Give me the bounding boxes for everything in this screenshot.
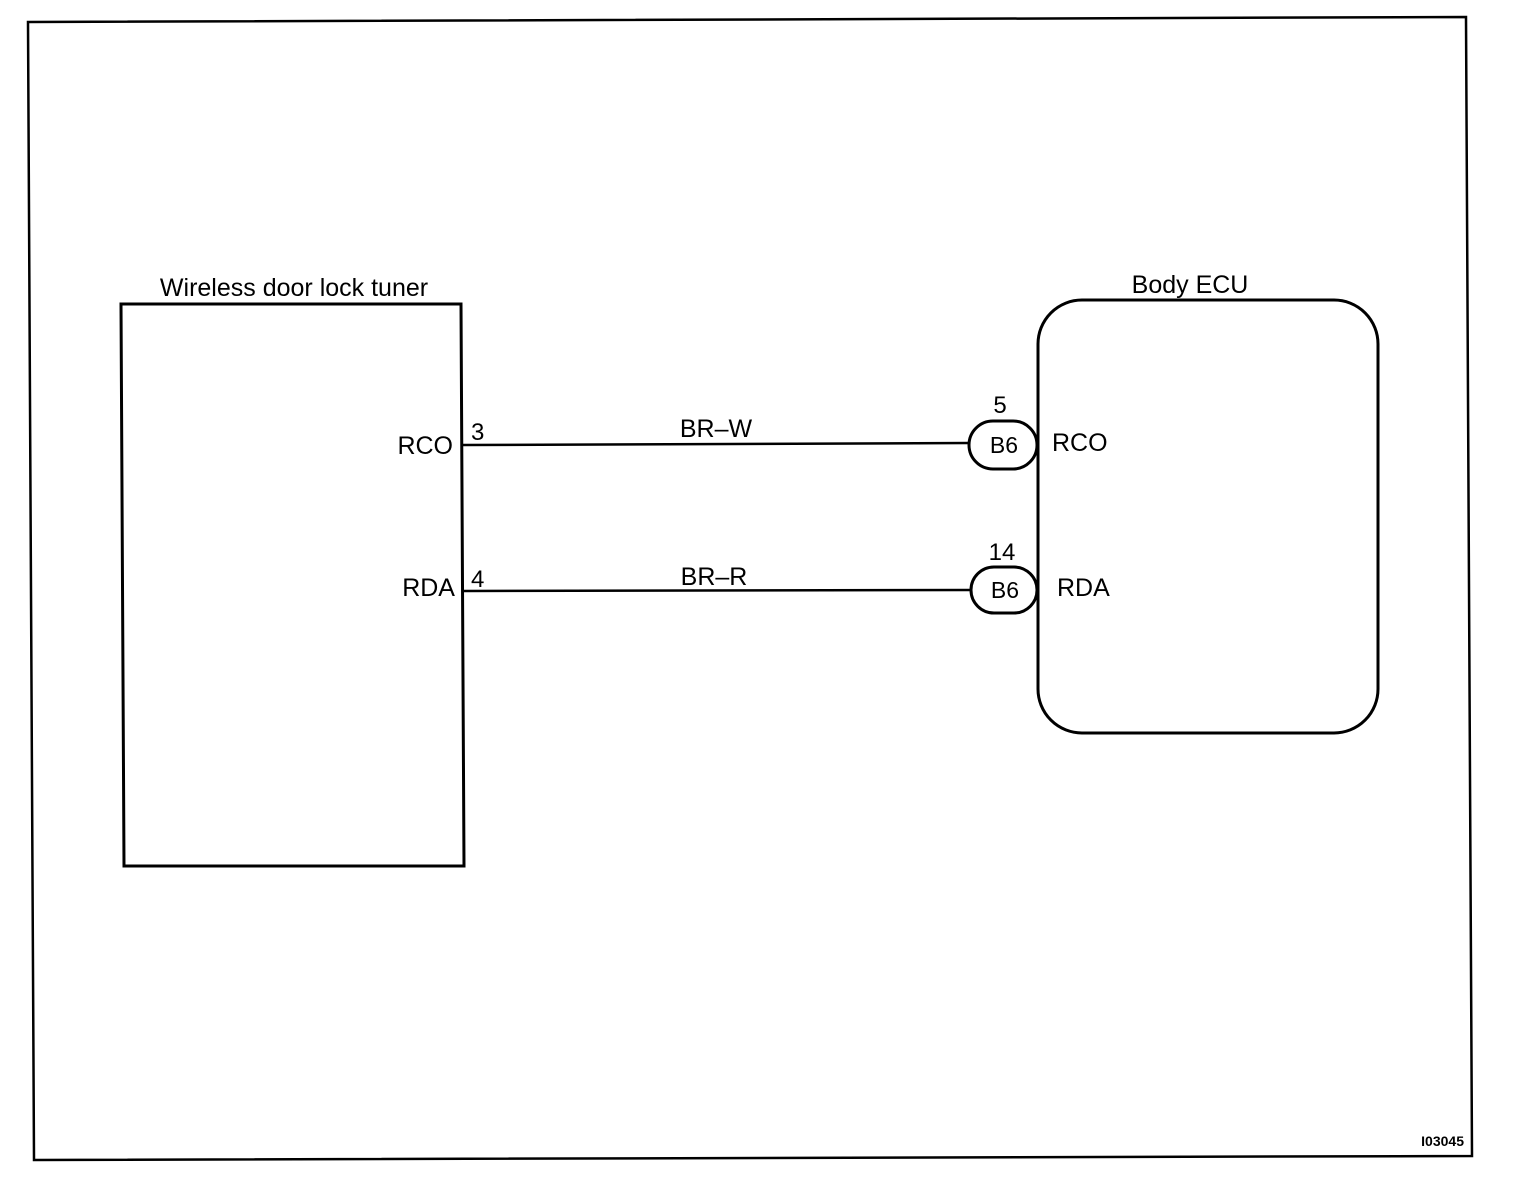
wires: BR–W BR–R [461, 415, 973, 593]
wire-br-w-color-label: BR–W [680, 415, 753, 443]
ecu-pin-5: 5 [993, 392, 1006, 419]
connector-b6-shape [969, 565, 1039, 615]
ecu-box [1036, 298, 1380, 735]
tuner-pin-3: 3 [471, 419, 484, 446]
wire-br-r-color-label: BR–R [681, 563, 748, 591]
connector-b6-label: B6 [990, 432, 1018, 458]
tuner-title: Wireless door lock tuner [160, 274, 428, 302]
wireless-door-lock-tuner: Wireless door lock tuner RCO 3 RDA 4 [119, 274, 484, 868]
ecu-pin-14: 14 [989, 539, 1016, 566]
connector-b6-label: B6 [991, 577, 1019, 603]
tuner-box [119, 302, 466, 868]
connector-b6-pin-14: B6 [969, 565, 1039, 615]
ecu-terminal-rda-label: RDA [1057, 574, 1110, 602]
body-ecu: Body ECU B6 5 RCO B6 14 RDA [967, 271, 1380, 735]
tuner-terminal-rda-label: RDA [402, 574, 455, 602]
ecu-title: Body ECU [1132, 271, 1249, 299]
tuner-pin-4: 4 [471, 566, 484, 593]
wire-br-r [463, 588, 973, 593]
figure-id: I03045 [1421, 1133, 1464, 1149]
tuner-terminal-rco-label: RCO [397, 432, 453, 460]
diagram-frame [26, 15, 1474, 1162]
connector-b6-pin-5: B6 [967, 419, 1039, 471]
wire-br-w [461, 441, 971, 447]
ecu-terminal-rco-label: RCO [1052, 429, 1108, 457]
connector-b6-shape [967, 419, 1039, 471]
